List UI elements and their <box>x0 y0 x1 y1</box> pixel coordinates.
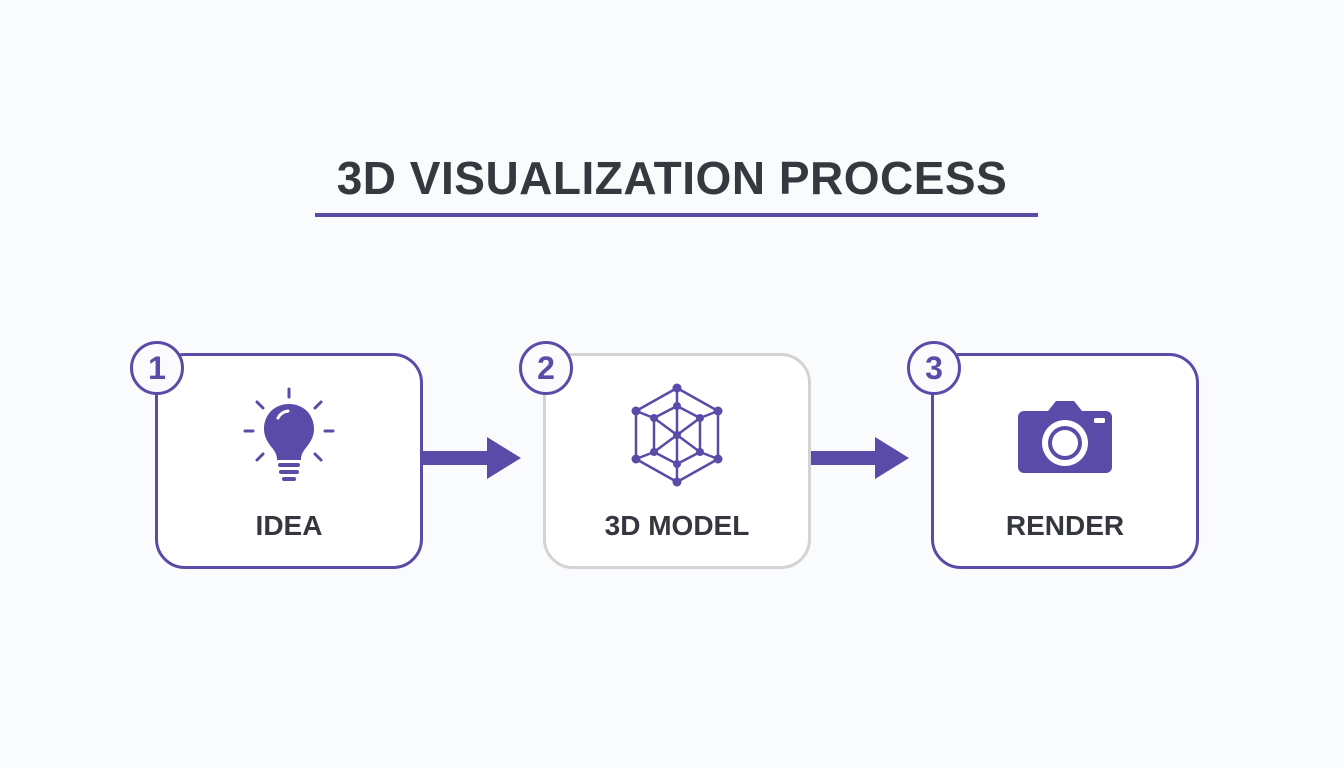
step-idea-card: IDEA <box>155 353 423 569</box>
step-label-idea: IDEA <box>255 510 323 541</box>
arrow-right-icon <box>811 437 909 479</box>
step-label-render: RENDER <box>1005 510 1125 541</box>
step-render-card: RENDER <box>931 353 1199 569</box>
wireframe-cube-icon <box>631 383 723 487</box>
step-label-3d-model: 3D MODEL <box>604 510 750 541</box>
step-number-1: 1 <box>130 341 184 395</box>
diagram-title: 3D VISUALIZATION PROCESS <box>336 152 1008 204</box>
camera-icon <box>1018 401 1112 473</box>
title-underline <box>315 213 1038 217</box>
step-3d-model-card: 3D MODEL <box>543 353 811 569</box>
step-number-2: 2 <box>519 341 573 395</box>
lightbulb-icon <box>243 387 335 481</box>
step-number-3: 3 <box>907 341 961 395</box>
arrow-right-icon <box>423 437 521 479</box>
